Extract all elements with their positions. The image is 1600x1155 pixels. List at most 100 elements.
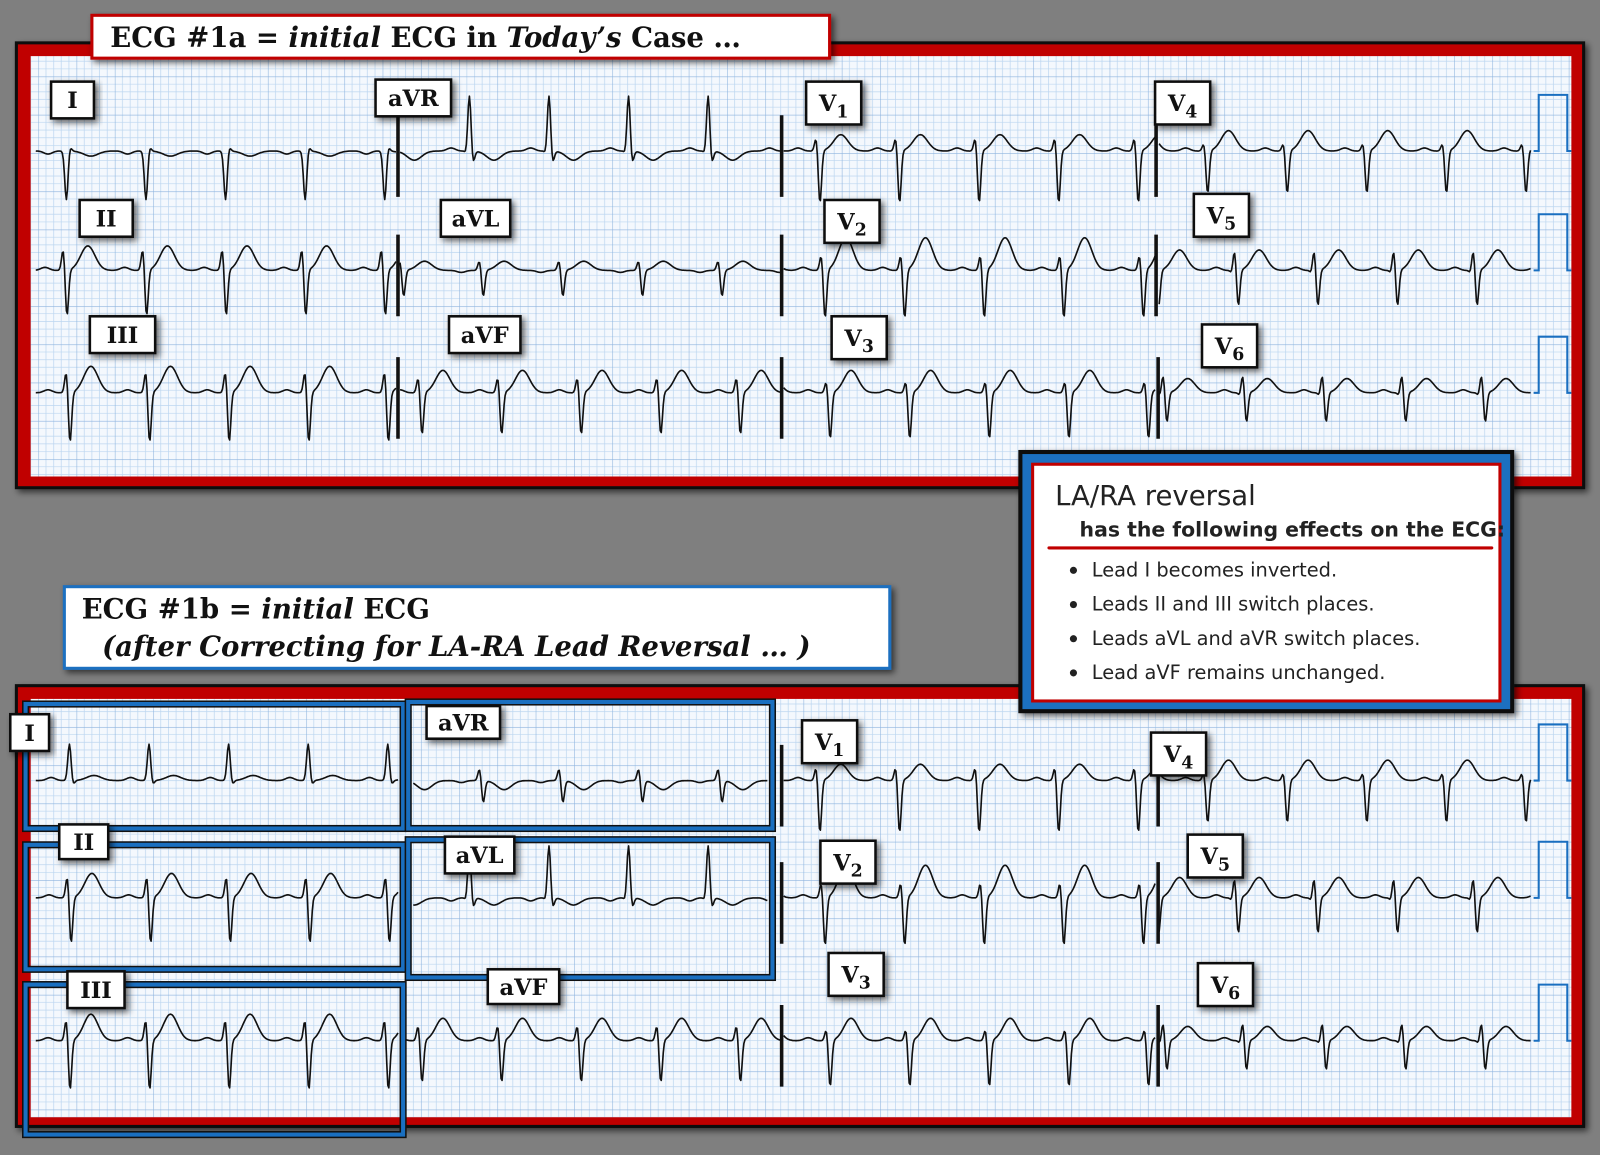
svg-text:aVF: aVF [461, 323, 509, 349]
lead-label-iii: III [66, 970, 126, 1010]
lead-label-v4: V4 [1153, 80, 1212, 126]
trace-V5 [1158, 876, 1531, 933]
top-title-box [90, 13, 832, 60]
lead-label-iii: III [88, 315, 157, 355]
lead-label-v1: V1 [804, 80, 863, 126]
calibration-pulse [1533, 335, 1572, 394]
svg-text:III: III [107, 323, 138, 349]
trace-aVR_cor [412, 769, 768, 803]
svg-text:I: I [24, 721, 35, 747]
trace-V4 [1158, 129, 1532, 192]
top-title: ECG #1a = initial ECG in Today’s Case … [110, 22, 741, 54]
lead-label-v3: V3 [827, 951, 885, 998]
trace-aVL_cor [413, 845, 768, 907]
info-subheading: has the following effects on the ECG: [1080, 518, 1505, 542]
top-ecg-grid [30, 56, 1572, 477]
lead-reversal-info-box: LA/RA reversal has the following effects… [1018, 449, 1515, 714]
trace-V6 [1158, 376, 1531, 422]
bullet-icon [1069, 566, 1078, 574]
info-bullet-list: Lead I becomes inverted. Leads II and III… [1069, 558, 1421, 684]
lead-label-v1: V1 [800, 719, 859, 765]
svg-text:V2: V2 [832, 850, 862, 881]
svg-text:V5: V5 [1200, 844, 1230, 875]
trace-III_top [35, 365, 397, 441]
bottom-title-line1: ECG #1b = initial ECG [82, 593, 430, 625]
svg-text:V5: V5 [1206, 203, 1236, 234]
lead-label-v5: V5 [1192, 192, 1251, 238]
svg-text:aVL: aVL [456, 843, 504, 869]
trace-aVL_top [399, 260, 781, 296]
svg-text:V6: V6 [1210, 973, 1240, 1004]
svg-text:V6: V6 [1214, 334, 1244, 365]
svg-text:II: II [96, 207, 117, 233]
trace-aVF [405, 1017, 781, 1082]
lead-label-i: I [8, 712, 51, 753]
lead-label-ii: II [78, 198, 134, 238]
trace-II_top [35, 872, 399, 942]
svg-text:V3: V3 [843, 326, 873, 357]
svg-text:I: I [67, 88, 78, 114]
lead-label-v4: V4 [1149, 731, 1208, 777]
lead-label-v6: V6 [1196, 961, 1255, 1008]
svg-text:V1: V1 [818, 91, 848, 122]
corrected-limb-lead-insets [22, 698, 777, 1139]
info-bullet: Lead I becomes inverted. [1092, 558, 1337, 581]
svg-text:V2: V2 [836, 210, 866, 241]
calibration-pulse [1533, 983, 1572, 1042]
svg-text:V4: V4 [1163, 742, 1193, 773]
trace-V5 [1158, 249, 1531, 305]
trace-I_cor [35, 743, 399, 784]
trace-aVF [399, 369, 781, 434]
trace-V3 [783, 369, 1156, 438]
trace-V4 [1158, 759, 1532, 822]
lead-label-v6: V6 [1200, 323, 1259, 369]
calibration-pulse [1533, 840, 1572, 899]
trace-V1 [783, 763, 1156, 831]
lead-label-i: I [49, 80, 96, 120]
lead-label-avl: aVL [439, 198, 512, 238]
calibration-pulse [1533, 213, 1572, 272]
lead-label-ii: II [57, 823, 110, 861]
bullet-icon [1069, 600, 1078, 609]
trace-I_inv [35, 148, 397, 201]
trace-II_top [35, 245, 397, 315]
trace-V3 [783, 1017, 1156, 1086]
info-bullet: Leads II and III switch places. [1092, 593, 1375, 616]
trace-V1 [783, 133, 1156, 202]
calibration-pulse [1533, 93, 1572, 153]
svg-text:V1: V1 [814, 730, 844, 761]
info-bullet: Leads aVL and aVR switch places. [1092, 627, 1421, 650]
info-bullet: Lead aVF remains unchanged. [1092, 661, 1386, 684]
svg-text:III: III [80, 978, 112, 1004]
svg-text:V4: V4 [1167, 91, 1197, 122]
bottom-title-line2: (after Correcting for LA-RA Lead Reversa… [102, 631, 810, 663]
trace-III_top [35, 1013, 399, 1089]
top-traces [35, 93, 1572, 441]
svg-text:aVL: aVL [452, 207, 500, 233]
lead-label-avf: aVF [486, 968, 561, 1006]
lead-label-avr: aVR [425, 704, 502, 740]
bottom-title-box [62, 585, 892, 670]
lead-label-v2: V2 [823, 198, 881, 245]
svg-text:aVF: aVF [500, 975, 548, 1001]
trace-V6 [1158, 1024, 1531, 1070]
svg-text:aVR: aVR [438, 711, 489, 737]
bullet-icon [1069, 669, 1078, 677]
lead-label-v3: V3 [830, 315, 889, 361]
svg-text:V3: V3 [840, 963, 870, 994]
lead-label-avf: aVF [447, 315, 522, 355]
info-heading: LA/RA reversal [1055, 480, 1256, 512]
lead-label-v5: V5 [1186, 833, 1245, 879]
bottom-traces [35, 723, 1572, 1089]
svg-text:aVR: aVR [388, 86, 439, 112]
svg-text:II: II [73, 830, 94, 856]
lead-label-avl: aVL [443, 835, 516, 875]
trace-aVR_pos [399, 95, 781, 162]
calibration-pulse [1533, 723, 1572, 782]
